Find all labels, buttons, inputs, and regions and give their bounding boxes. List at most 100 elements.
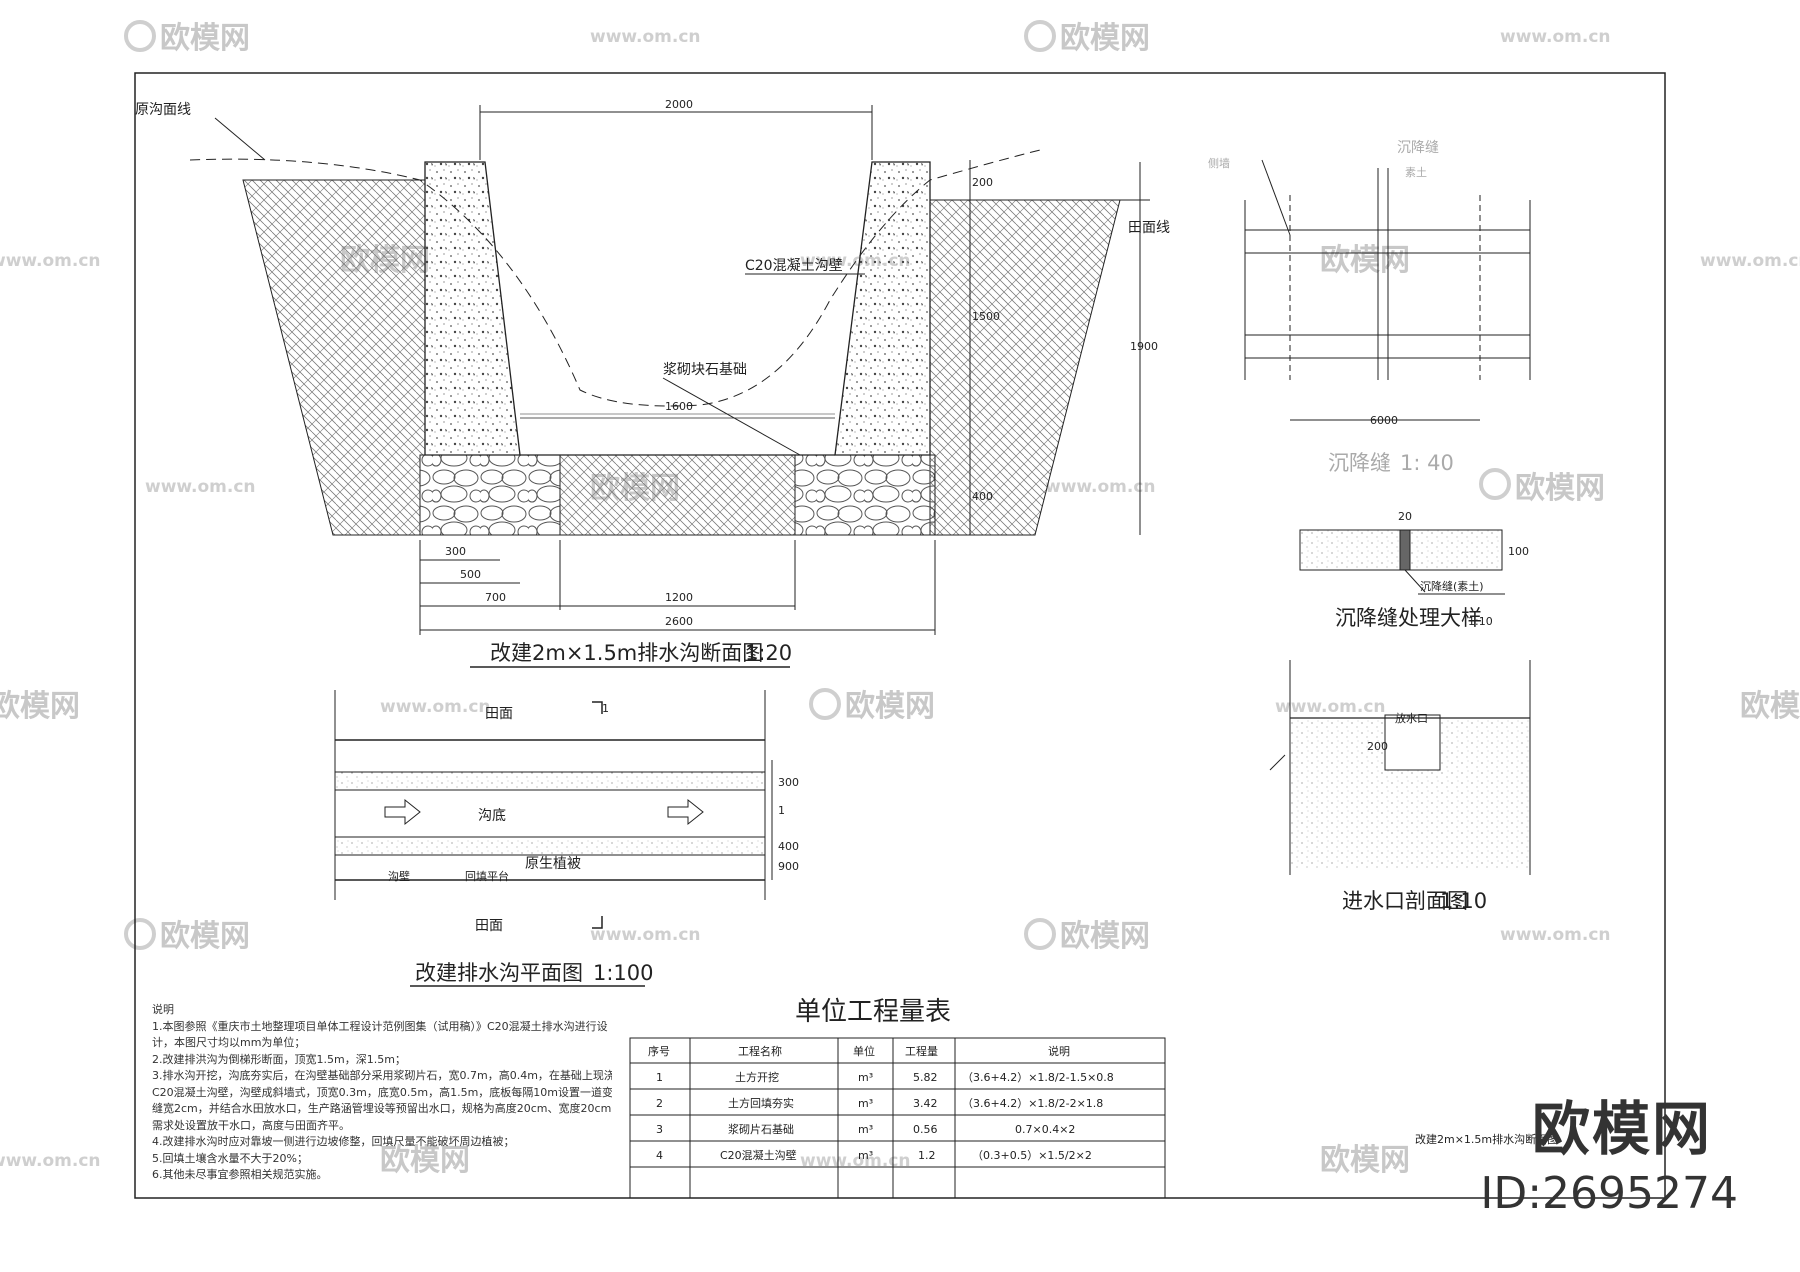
svg-text:欧模网: 欧模网 [1060, 919, 1150, 954]
svg-text:放水口: 放水口 [1395, 711, 1428, 725]
svg-text:www.om.cn: www.om.cn [0, 251, 101, 271]
drawing-name: 改建2m×1.5m排水沟断面图 [1415, 1132, 1558, 1146]
svg-text:欧模网: 欧模网 [1060, 21, 1150, 56]
svg-text:沉降缝: 沉降缝 [1397, 140, 1439, 156]
svg-text:土方开挖: 土方开挖 [735, 1070, 779, 1084]
svg-text:3: 3 [656, 1123, 663, 1136]
svg-text:欧模网: 欧模网 [0, 689, 80, 724]
svg-text:5.82: 5.82 [913, 1071, 938, 1084]
design-notes: 说明 1.本图参照《重庆市土地整理项目单体工程设计范例图集（试用稿）》C20混凝… [152, 1002, 612, 1184]
svg-text:900: 900 [778, 860, 799, 873]
svg-text:田面: 田面 [485, 706, 513, 722]
svg-text:www.om.cn: www.om.cn [590, 925, 701, 945]
settlement-joint-drawing: 侧墙 沉降缝 素土 6000 沉降缝 1: 40 [1208, 140, 1531, 475]
svg-text:6000: 6000 [1370, 414, 1398, 427]
svg-text:工程名称: 工程名称 [738, 1044, 782, 1058]
joint-detail-drawing: 20 100 沉降缝(素土) 沉降缝处理大样 1:10 [1299, 510, 1529, 630]
svg-text:www.om.cn: www.om.cn [590, 27, 701, 47]
svg-text:工程量: 工程量 [905, 1045, 938, 1058]
flow-arrow-icon [384, 798, 421, 826]
svg-text:序号: 序号 [648, 1044, 670, 1058]
table-row: 3 浆砌片石基础 m³ 0.56 0.7×0.4×2 [656, 1122, 1075, 1136]
svg-text:1900: 1900 [1130, 340, 1158, 353]
svg-text:200: 200 [1367, 740, 1388, 753]
svg-text:浆砌片石基础: 浆砌片石基础 [728, 1122, 794, 1136]
svg-text:田面线: 田面线 [1128, 220, 1170, 236]
svg-text:4: 4 [656, 1149, 663, 1162]
notes-line: C20混凝土沟壁，沟壁成斜墙式，顶宽0.3m，底宽0.5m，高1.5m，底板每隔… [152, 1085, 612, 1099]
notes-line: 1.本图参照《重庆市土地整理项目单体工程设计范例图集（试用稿）》C20混凝土排水… [152, 1019, 608, 1033]
svg-text:1500: 1500 [972, 310, 1000, 323]
svg-text:20: 20 [1398, 510, 1412, 523]
svg-text:m³: m³ [858, 1097, 873, 1110]
base-soil-middle [559, 454, 796, 536]
svg-text:m³: m³ [858, 1071, 873, 1084]
svg-text:www.om.cn: www.om.cn [1700, 251, 1800, 271]
quantity-table: 单位工程量表 序号 工程名称 单位 工程量 说明 1 土方开挖 m³ 5.82 … [629, 997, 1166, 1199]
svg-text:www.om.cn: www.om.cn [1045, 477, 1156, 497]
brand-logo-text: 欧模网 [1531, 1095, 1712, 1163]
notes-line: 4.改建排水沟时应对靠坡一侧进行边坡修整，回填尺量不能破坏周边植被； [152, 1135, 515, 1148]
svg-text:www.om.cn: www.om.cn [1275, 697, 1386, 717]
svg-text:300: 300 [445, 545, 466, 558]
svg-text:进水口剖面图: 进水口剖面图 [1342, 889, 1468, 913]
svg-text:（3.6+4.2）×1.8/2-2×1.8: （3.6+4.2）×1.8/2-2×1.8 [962, 1097, 1103, 1110]
soil-left [242, 179, 426, 536]
concrete-wall-left [424, 161, 521, 456]
notes-line: 2.改建排洪沟为倒梯形断面，顶宽1.5m，深1.5m； [152, 1052, 406, 1066]
stone-base-right [794, 454, 936, 536]
svg-text:沟壁: 沟壁 [388, 869, 410, 883]
brand-id: ID:2695274 [1480, 1168, 1738, 1219]
original-ditch-line [189, 149, 1041, 407]
svg-text:1: 40: 1: 40 [1400, 451, 1454, 475]
svg-text:欧模网: 欧模网 [1740, 689, 1800, 724]
notes-line: 5.回填土壤含水量不大于20%； [152, 1151, 308, 1165]
svg-text:欧模网: 欧模网 [1320, 243, 1410, 278]
svg-text:（3.6+4.2）×1.8/2-1.5×0.8: （3.6+4.2）×1.8/2-1.5×0.8 [962, 1071, 1114, 1084]
svg-text:（0.3+0.5）×1.5/2×2: （0.3+0.5）×1.5/2×2 [972, 1149, 1092, 1162]
svg-text:田面: 田面 [475, 918, 503, 934]
svg-text:欧模网: 欧模网 [845, 689, 935, 724]
svg-text:原生植被: 原生植被 [525, 856, 581, 872]
svg-text:300: 300 [778, 776, 799, 789]
svg-text:1:10: 1:10 [1440, 889, 1487, 913]
svg-text:1:20: 1:20 [745, 641, 792, 665]
svg-text:200: 200 [972, 176, 993, 189]
watermark-logo-icon: 欧模网 [1024, 918, 1150, 954]
svg-text:1: 1 [778, 804, 785, 817]
svg-text:C20混凝土沟壁: C20混凝土沟壁 [720, 1148, 797, 1162]
svg-text:2: 2 [656, 1097, 663, 1110]
svg-text:欧模网: 欧模网 [160, 919, 250, 954]
cross-section-drawing: 原沟面线 田面线 C20混凝土沟壁 浆砌块石基础 2000 1600 200 1… [135, 98, 1170, 668]
svg-text:www.om.cn: www.om.cn [1500, 925, 1611, 945]
svg-text:www.om.cn: www.om.cn [145, 477, 256, 497]
svg-text:土方回填夯实: 土方回填夯实 [728, 1096, 794, 1110]
svg-text:沉降缝: 沉降缝 [1328, 451, 1391, 475]
svg-text:1: 1 [656, 1071, 663, 1084]
svg-text:1200: 1200 [665, 591, 693, 604]
table-row: 1 土方开挖 m³ 5.82 （3.6+4.2）×1.8/2-1.5×0.8 [656, 1070, 1114, 1084]
svg-text:0.56: 0.56 [913, 1123, 938, 1136]
svg-text:欧模网: 欧模网 [1515, 471, 1605, 506]
svg-text:1:100: 1:100 [593, 961, 654, 985]
table-title: 单位工程量表 [795, 997, 951, 1027]
inlet-section-drawing: 放水口 200 进水口剖面图 1:10 [1269, 660, 1531, 913]
notes-line: 6.其他未尽事宜参照相关规范实施。 [152, 1168, 328, 1181]
svg-text:www.om.cn: www.om.cn [380, 697, 491, 717]
svg-text:回填平台: 回填平台 [465, 869, 509, 883]
svg-text:沟底: 沟底 [478, 808, 506, 824]
svg-text:3.42: 3.42 [913, 1097, 938, 1110]
svg-text:侧墙: 侧墙 [1208, 156, 1230, 170]
svg-text:www.om.cn: www.om.cn [0, 1151, 101, 1171]
svg-text:m³: m³ [858, 1123, 873, 1136]
svg-text:1600: 1600 [665, 400, 693, 413]
table-row: 2 土方回填夯实 m³ 3.42 （3.6+4.2）×1.8/2-2×1.8 [656, 1096, 1103, 1110]
section-title: 改建2m×1.5m排水沟断面图 [490, 641, 763, 665]
svg-text:100: 100 [1508, 545, 1529, 558]
watermark-logo-icon: 欧模网 [809, 688, 935, 724]
svg-text:浆砌块石基础: 浆砌块石基础 [663, 361, 747, 378]
svg-text:0.7×0.4×2: 0.7×0.4×2 [1015, 1123, 1075, 1136]
watermark-logo-icon: 欧模网 [1024, 20, 1150, 56]
svg-text:700: 700 [485, 591, 506, 604]
svg-text:沉降缝(素土): 沉降缝(素土) [1420, 579, 1484, 593]
